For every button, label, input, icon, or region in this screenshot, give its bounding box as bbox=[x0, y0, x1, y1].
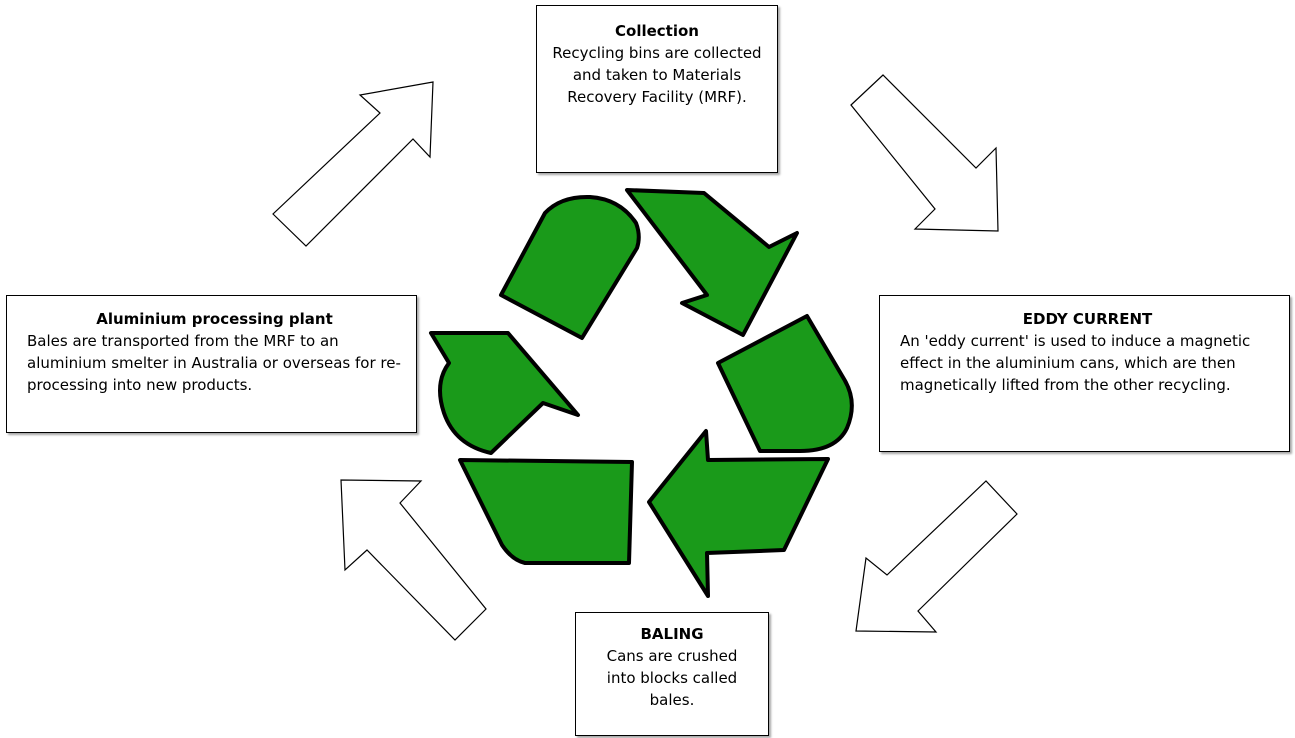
step-baling-text: Cans are crushed into blocks called bale… bbox=[606, 647, 738, 709]
recycle-piece-left bbox=[429, 331, 580, 455]
arrow-baling-to-aluminium bbox=[340, 479, 487, 641]
arrow-aluminium-to-collection bbox=[272, 81, 434, 247]
step-aluminium-plant-title: Aluminium processing plant bbox=[96, 310, 333, 328]
step-eddy-current-box: EDDY CURRENT An 'eddy current' is used t… bbox=[879, 295, 1290, 452]
step-collection-text: Recycling bins are collected and taken t… bbox=[552, 44, 762, 106]
recycle-piece-bottom-right bbox=[647, 429, 830, 598]
hollow-arrow-icon bbox=[850, 74, 999, 232]
step-collection-title: Collection bbox=[615, 22, 699, 40]
arrow-eddy-to-baling bbox=[855, 480, 1018, 633]
recycle-piece-bottom-left bbox=[458, 458, 634, 565]
recycle-piece-right bbox=[716, 314, 854, 453]
recycling-symbol-icon bbox=[429, 188, 854, 598]
recycle-piece-top-right bbox=[625, 188, 799, 337]
hollow-arrow-icon bbox=[272, 81, 434, 247]
step-aluminium-plant-text: Bales are transported from the MRF to an… bbox=[27, 332, 401, 394]
hollow-arrow-icon bbox=[340, 479, 487, 641]
recycle-piece-top-left bbox=[499, 194, 641, 340]
step-eddy-current-title: EDDY CURRENT bbox=[1022, 310, 1153, 328]
step-collection-box: Collection Recycling bins are collected … bbox=[536, 5, 778, 173]
arrow-collection-to-eddy bbox=[850, 74, 999, 232]
step-baling-box: BALING Cans are crushed into blocks call… bbox=[575, 612, 769, 736]
step-eddy-current-text: An 'eddy current' is used to induce a ma… bbox=[900, 332, 1251, 394]
hollow-arrow-icon bbox=[855, 480, 1018, 633]
step-baling-title: BALING bbox=[640, 625, 704, 643]
step-aluminium-plant-box: Aluminium processing plant Bales are tra… bbox=[6, 295, 417, 433]
